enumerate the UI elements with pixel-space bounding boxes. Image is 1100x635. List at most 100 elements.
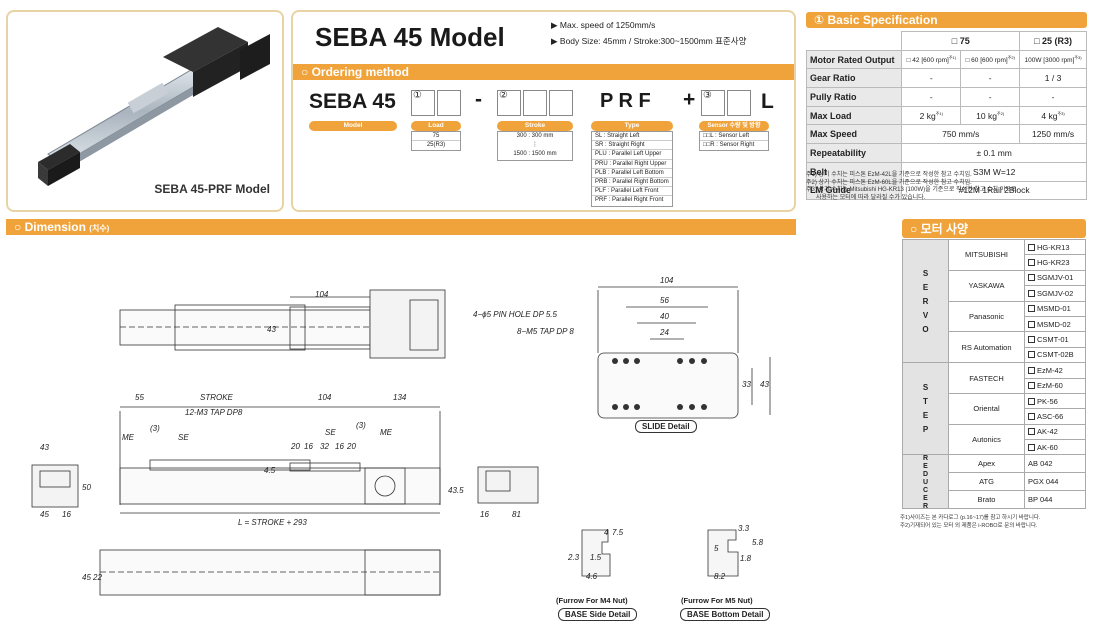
row-lm-guide: LM Guide <box>805 180 903 201</box>
dim-1-8: 1.8 <box>740 554 752 563</box>
circle-2: ② <box>499 90 508 101</box>
row-motor-output: Motor Rated Output <box>805 49 903 70</box>
group-step: S T E P <box>902 362 949 456</box>
stroke-label: Stroke <box>497 121 573 131</box>
actuator-photo <box>38 27 270 186</box>
photo-caption: SEBA 45-PRF Model <box>154 182 270 196</box>
stroke-options: 300 : 300 mm ⋮ 1500 : 1500 mm <box>497 131 573 161</box>
dim-slide-24: 24 <box>659 328 669 337</box>
dim-stroke: STROKE <box>200 393 234 402</box>
dim-top-104: 104 <box>315 290 329 299</box>
row-repeatability: Repeatability <box>805 143 903 163</box>
dim-1-5: 1.5 <box>590 553 602 562</box>
dim-4: 4 <box>604 528 609 537</box>
stroke-box-1 <box>497 90 521 116</box>
dim-32: 32 <box>320 442 329 451</box>
dim-bottom-22: 22 <box>92 573 102 582</box>
slide-detail-label: SLIDE Detail <box>635 420 697 433</box>
stroke-box-2 <box>523 90 547 116</box>
dim-5: 5 <box>714 544 719 553</box>
type-label: Type <box>591 121 673 131</box>
dim-l-stroke: L = STROKE + 293 <box>238 518 307 527</box>
prf-code: P R F <box>600 90 651 112</box>
circle-1: ① <box>413 90 422 101</box>
dim-side-43: 43 <box>40 443 49 452</box>
dim-4-5: 4.5 <box>264 466 276 475</box>
dim-side-45: 45 <box>40 510 49 519</box>
base-side-detail-label: BASE Side Detail <box>558 608 638 621</box>
dim-2-3: 2.3 <box>567 553 580 562</box>
dim-16b: 16 <box>335 442 344 451</box>
dim-134: 134 <box>393 393 407 402</box>
col-25: □ 25 (R3) <box>1019 31 1087 51</box>
dim-tap12: 12-M3 TAP DP8 <box>185 408 243 417</box>
m4-nut-label: (Furrow For M4 Nut) <box>556 596 628 605</box>
row-gear-ratio: Gear Ratio <box>805 68 903 89</box>
dim-20b: 20 <box>346 442 356 451</box>
suffix-l: L <box>761 90 774 113</box>
circle-3: ③ <box>703 90 712 101</box>
stroke-box-3 <box>549 90 573 116</box>
code-prefix: SEBA 45 <box>309 90 396 113</box>
row-pully-ratio: Pully Ratio <box>805 87 903 107</box>
dim-pin-hole: 4−ϕ5 PIN HOLE DP 5.5 <box>473 310 558 319</box>
load-box-1 <box>411 90 435 116</box>
product-photo-panel: SEBA 45-PRF Model <box>6 10 284 212</box>
sensor-box-2 <box>727 90 751 116</box>
ordering-panel: SEBA 45 Model ▶ Max. speed of 1250mm/s ▶… <box>291 10 796 212</box>
motor-notes: 주1)사이즈는 본 카다로그 (p.16~17)를 참고 하시기 바랍니다.주2… <box>900 515 1041 529</box>
type-options: SL : Straight Left SR : Straight Right P… <box>591 131 673 207</box>
load-box-2 <box>437 90 461 116</box>
dimension-heading: ○ Dimension (치수) <box>6 219 796 235</box>
dash: - <box>475 88 482 111</box>
dim-43-5: 43.5 <box>448 486 464 495</box>
dimension-drawing: 104 43 55 STROKE 104 134 12-M3 TAP DP8 M… <box>31 276 771 605</box>
dim-side-50: 50 <box>82 483 91 492</box>
dim-side-16: 16 <box>62 510 71 519</box>
dim-me-right: ME <box>380 428 393 437</box>
col-75: □ 75 <box>901 31 1021 51</box>
spec-notes: 주1) 상기 수치는 피스톤 EzM-42L을 기준으로 작성한 참고 수치임.… <box>806 172 1018 201</box>
m5-nut-label: (Furrow For M5 Nut) <box>681 596 753 605</box>
row-max-load: Max Load <box>805 105 903 126</box>
dim-top-43: 43 <box>267 325 276 334</box>
plus: + <box>683 88 696 111</box>
dim-bottom-45: 45 <box>82 573 91 582</box>
dim-slide-104: 104 <box>660 276 674 285</box>
dim-20a: 20 <box>290 442 300 451</box>
dim-3-left: (3) <box>150 424 160 433</box>
dim-se-right: SE <box>325 428 336 437</box>
dim-3-right: (3) <box>356 421 366 430</box>
dim-16a: 16 <box>304 442 313 451</box>
dim-slide-56: 56 <box>660 296 669 305</box>
dim-104: 104 <box>318 393 332 402</box>
model-label: Model <box>309 121 397 131</box>
dim-right-16: 16 <box>480 510 489 519</box>
dim-m5-tap: 8−M5 TAP DP 8 <box>517 327 574 336</box>
spec-table: □ 75 □ 25 (R3) Motor Rated Output □ 42 [… <box>805 31 1087 201</box>
base-bottom-detail-label: BASE Bottom Detail <box>680 608 771 621</box>
group-reducer: R E D U C E R <box>902 454 949 510</box>
ordering-heading: ○ Ordering method <box>293 64 794 80</box>
dim-slide-40: 40 <box>660 312 669 321</box>
feature-1: ▶ Max. speed of 1250mm/s <box>551 20 656 30</box>
feature-2: ▶ Body Size: 45mm / Stroke:300~1500mm 표준… <box>551 36 747 46</box>
dim-7-5: 7.5 <box>612 528 624 537</box>
dim-slide-43: 43 <box>760 380 769 389</box>
sensor-box-1 <box>701 90 725 116</box>
group-servo: S E R V O <box>902 238 949 364</box>
load-label: Load <box>411 121 461 131</box>
dim-4-6: 4.6 <box>586 572 598 581</box>
dim-8-2: 8.2 <box>714 572 726 581</box>
sensor-label: Sensor 수량 및 방향 <box>699 121 769 131</box>
row-belt: Belt <box>805 161 903 182</box>
spec-heading: ① Basic Specification <box>806 12 1087 28</box>
dim-55: 55 <box>135 393 144 402</box>
motor-heading: ○ 모터 사양 <box>902 219 1086 238</box>
dim-me-left: ME <box>122 433 135 442</box>
dim-3-3: 3.3 <box>738 524 750 533</box>
load-options: 75 25(R3) <box>411 131 461 152</box>
dim-5-8: 5.8 <box>752 538 764 547</box>
dim-right-81: 81 <box>512 510 521 519</box>
